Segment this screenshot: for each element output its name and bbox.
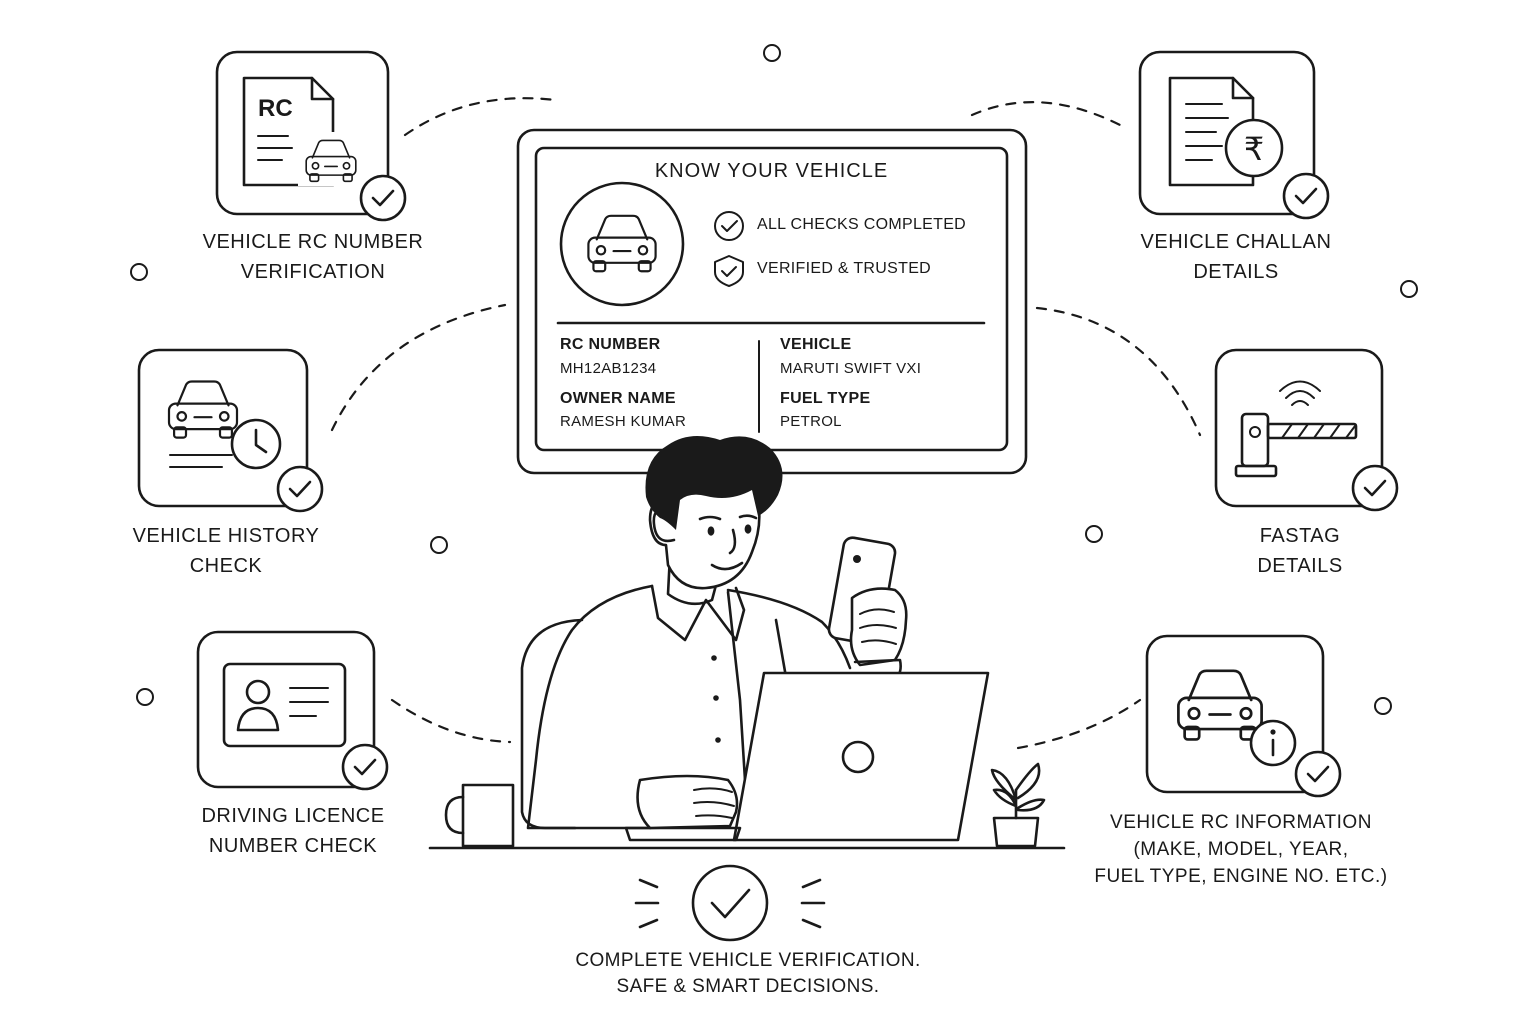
challan-details-line1: VEHICLE CHALLAN: [1140, 231, 1332, 253]
rc-information-line2: (MAKE, MODEL, YEAR,: [1133, 839, 1349, 860]
owner-name-value: RAMESH KUMAR: [560, 413, 687, 430]
fastag-details-line1: FASTAG: [1259, 525, 1341, 547]
verification-check-icon: [634, 864, 826, 942]
vehicle-value: MARUTI SWIFT VXI: [780, 360, 922, 377]
rc-verification-line2: VERIFICATION: [240, 261, 386, 283]
rupee-document-icon: ₹: [1138, 50, 1330, 220]
challan-details-label: VEHICLE CHALLAN DETAILS: [1106, 227, 1366, 287]
car-clock-icon: [137, 348, 324, 513]
fuel-type-value: PETROL: [780, 413, 842, 430]
owner-name-label: OWNER NAME: [560, 390, 676, 407]
history-check-line2: CHECK: [189, 555, 263, 577]
challan-details-line2: DETAILS: [1193, 261, 1279, 283]
toll-barrier-icon: [1214, 348, 1399, 512]
rc-number-value: MH12AB1234: [560, 360, 657, 377]
person-using-phone: [526, 436, 852, 830]
rc-verification-line1: VEHICLE RC NUMBER: [202, 231, 424, 253]
decorative-dots: [130, 44, 1418, 715]
history-check-label: VEHICLE HISTORY CHECK: [100, 521, 352, 581]
rc-document-car-icon: RC: [215, 50, 407, 222]
tagline-line1: COMPLETE VEHICLE VERIFICATION.: [575, 950, 921, 971]
licence-check-label: DRIVING LICENCE NUMBER CHECK: [170, 801, 416, 861]
car-info-icon: [1145, 634, 1342, 798]
rc-verification-label: VEHICLE RC NUMBER VERIFICATION: [172, 227, 454, 287]
fuel-type-label: FUEL TYPE: [780, 390, 871, 407]
licence-check-line1: DRIVING LICENCE: [201, 805, 385, 827]
coffee-mug: [444, 783, 515, 848]
tagline-line2: SAFE & SMART DECISIONS.: [616, 976, 880, 997]
card-title: KNOW YOUR VEHICLE: [654, 160, 889, 182]
tagline: COMPLETE VEHICLE VERIFICATION. SAFE & SM…: [468, 948, 1028, 1000]
rc-number-label: RC NUMBER: [560, 336, 661, 353]
svg-text:RC: RC: [258, 95, 293, 122]
vehicle-label: VEHICLE: [780, 336, 852, 353]
svg-text:₹: ₹: [1244, 131, 1264, 167]
dashed-connectors: [330, 97, 1202, 750]
smartphone: [827, 536, 908, 678]
rc-information-line3: FUEL TYPE, ENGINE NO. ETC.): [1094, 866, 1388, 887]
fastag-details-label: FASTAG DETAILS: [1200, 521, 1400, 581]
rc-information-line1: VEHICLE RC INFORMATION: [1110, 812, 1372, 833]
potted-plant: [990, 762, 1046, 848]
verified-trusted-text: VERIFIED & TRUSTED: [757, 260, 932, 277]
licence-check-line2: NUMBER CHECK: [208, 835, 378, 857]
all-checks-completed-text: ALL CHECKS COMPLETED: [757, 216, 967, 233]
id-card-icon: [196, 630, 389, 791]
hand-on-keyboard: [636, 774, 739, 830]
fastag-details-line2: DETAILS: [1257, 555, 1343, 577]
history-check-line1: VEHICLE HISTORY: [132, 525, 320, 547]
rc-information-label: VEHICLE RC INFORMATION (MAKE, MODEL, YEA…: [1088, 809, 1394, 890]
